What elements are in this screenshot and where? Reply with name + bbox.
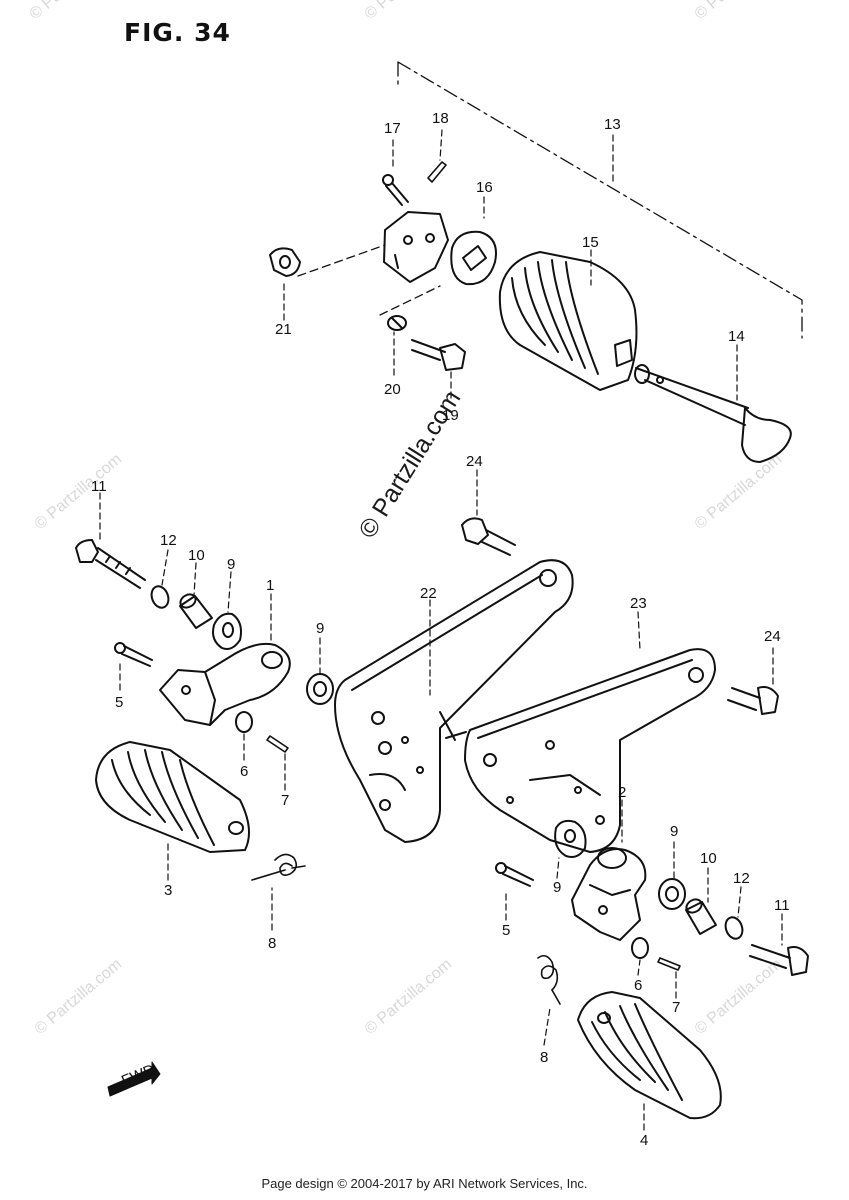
part-9-washer (658, 878, 686, 910)
callout-24: 24 (466, 453, 483, 470)
footrest-bracket (383, 211, 449, 283)
part-8-spring (537, 954, 561, 1005)
callout-15: 15 (582, 234, 599, 251)
figure-title: FIG. 34 (124, 18, 231, 47)
part-9-washer (306, 673, 334, 705)
part-7-cotter-pin (657, 957, 681, 971)
watermark: © Partzilla.com (362, 0, 456, 23)
callout-13: 13 (604, 116, 621, 133)
part-10-collar (685, 898, 717, 935)
part-5-pin (114, 642, 153, 667)
callout-17: 17 (384, 120, 401, 137)
part-21-nut (269, 247, 301, 277)
watermark: © Partzilla.com (32, 451, 126, 533)
callout-20: 20 (384, 381, 401, 398)
forward-direction-arrow: FWD (107, 1061, 161, 1097)
watermark: © Partzilla.com (692, 0, 786, 23)
callout-9: 9 (316, 620, 324, 637)
callout-10: 10 (188, 547, 205, 564)
part-15-rubber (498, 251, 638, 391)
callout-22: 22 (420, 585, 437, 602)
part-19-bolt (411, 339, 466, 371)
part-24-bolt (727, 686, 779, 715)
part-2-footrest-arm (571, 847, 647, 941)
callout-11: 11 (774, 897, 790, 914)
part-20-clip (387, 315, 407, 331)
part-7-cotter-pin (266, 735, 289, 753)
watermark: © Partzilla.com (692, 956, 786, 1038)
callout-23: 23 (630, 595, 647, 612)
callout-5: 5 (502, 922, 510, 939)
part-6-washer (631, 937, 649, 959)
watermark: © Partzilla.com (692, 451, 786, 533)
callout-7: 7 (672, 999, 680, 1016)
callout-12: 12 (733, 870, 750, 887)
leader-line (297, 244, 386, 277)
part-14-shaft (634, 364, 792, 463)
callout-numbers: 1 2 3 4 5 5 6 6 7 7 8 8 9 9 9 9 10 10 11… (91, 110, 790, 1149)
part-5-pin (495, 862, 534, 887)
part-24-bolt (461, 517, 516, 556)
callout-24: 24 (764, 628, 781, 645)
part-6-washer (235, 711, 253, 733)
leader-line (379, 285, 441, 316)
callout-5: 5 (115, 694, 123, 711)
part-11-bolt (749, 944, 809, 976)
callout-16: 16 (476, 179, 493, 196)
part-9-washer-hole (665, 886, 679, 902)
part-22-bracket-plate (334, 559, 574, 843)
callout-21: 21 (275, 321, 292, 338)
callout-9: 9 (670, 823, 678, 840)
part-9-bush (212, 612, 242, 650)
callout-leaders (99, 129, 783, 1131)
part-3-footpeg (95, 741, 250, 853)
callout-18: 18 (432, 110, 449, 127)
part-18-cotter-pin (427, 161, 447, 183)
part-16-gasket (450, 230, 497, 286)
callout-3: 3 (164, 882, 172, 899)
spacer-rod (445, 731, 467, 739)
callout-9: 9 (553, 879, 561, 896)
part-23-bracket-plate (464, 648, 716, 853)
callout-8: 8 (268, 935, 276, 952)
watermark: © Partzilla.com (362, 956, 456, 1038)
fwd-label: FWD (119, 1061, 157, 1090)
callout-2: 2 (618, 784, 626, 801)
callout-1: 1 (266, 577, 274, 594)
part-1-footrest-arm (159, 642, 291, 726)
footer-credit: Page design © 2004-2017 by ARI Network S… (261, 1176, 588, 1191)
part-10-collar (179, 593, 213, 629)
callout-12: 12 (160, 532, 177, 549)
part-11-bolt (75, 539, 146, 589)
callout-10: 10 (700, 850, 717, 867)
callout-4: 4 (640, 1132, 648, 1149)
part-12-washer (724, 916, 744, 940)
callout-9: 9 (227, 556, 235, 573)
callout-14: 14 (728, 328, 745, 345)
part-17-pin (382, 174, 409, 206)
part-4-footpeg (577, 991, 722, 1120)
callout-19: 19 (442, 407, 459, 424)
watermark: © Partzilla.com (32, 956, 126, 1038)
part-8-spring (251, 853, 306, 881)
callout-11: 11 (91, 478, 107, 495)
assembly-bracket-13 (397, 61, 803, 339)
callout-6: 6 (634, 977, 642, 994)
part-12-washer (150, 585, 170, 609)
watermark: © Partzilla.com (27, 0, 121, 23)
callout-6: 6 (240, 763, 248, 780)
part-9-washer-hole (313, 681, 327, 697)
watermark-layer: © Partzilla.com © Partzilla.com © Partzi… (27, 0, 786, 1038)
callout-8: 8 (540, 1049, 548, 1066)
callout-7: 7 (281, 792, 289, 809)
part-9-bush (554, 819, 587, 858)
